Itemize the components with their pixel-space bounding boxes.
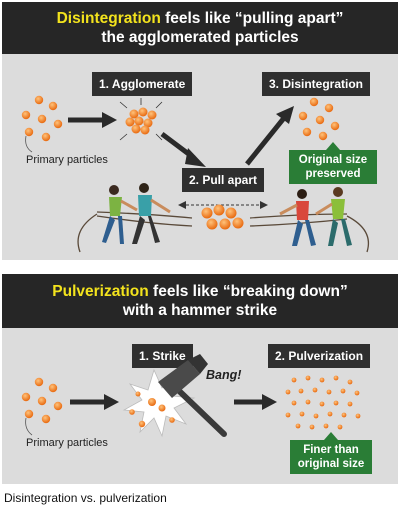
disintegrated-particles-group xyxy=(298,97,340,141)
arrow-to-pull-apart-icon xyxy=(160,132,206,167)
primary-particles-group-2 xyxy=(21,377,63,424)
pulverization-panel: Pulverization feels like “breaking down”… xyxy=(2,274,398,484)
person-right-2-icon xyxy=(315,187,352,246)
pulverization-title-line2: with a hammer strike xyxy=(122,302,278,319)
pulverization-illustration xyxy=(21,354,361,438)
step-pulverization-label: 2. Pulverization xyxy=(268,344,371,368)
pulverization-title-rest: feels like “breaking down” xyxy=(148,283,348,300)
arrow-to-pulverization-icon xyxy=(234,394,277,410)
pulverization-title-line1: Pulverization feels like “breaking down” xyxy=(2,282,398,301)
fine-particles-group xyxy=(285,375,361,430)
original-size-callout: Original size preserved xyxy=(289,142,377,184)
step-strike-label: 1. Strike xyxy=(132,344,193,368)
disintegration-illustration xyxy=(21,95,370,253)
primary-particles-label: Primary particles xyxy=(26,154,108,166)
disintegration-title-line1: Disintegration feels like “pulling apart… xyxy=(2,9,398,28)
arrow-to-strike-icon xyxy=(70,394,119,410)
disintegration-title-highlight: Disintegration xyxy=(56,10,161,27)
disintegration-title-rest: feels like “pulling apart” xyxy=(160,10,344,27)
hammer-icon xyxy=(158,354,227,437)
step-pull-apart-label: 2. Pull apart xyxy=(182,168,265,192)
step-agglomerate-label: 1. Agglomerate xyxy=(92,72,193,96)
compression-lines xyxy=(119,98,163,141)
person-left-2-icon xyxy=(132,183,171,244)
pulverization-header: Pulverization feels like “breaking down”… xyxy=(2,274,398,328)
primary-particles-group xyxy=(21,95,63,142)
primary-particles-label-2: Primary particles xyxy=(26,437,108,449)
finer-size-callout: Finer than original size xyxy=(290,432,372,474)
pulverization-title-highlight: Pulverization xyxy=(52,283,149,300)
person-right-1-icon xyxy=(279,189,316,246)
step-disintegration-label: 3. Disintegration xyxy=(262,72,371,96)
pull-apart-scene xyxy=(77,183,370,253)
disintegration-header: Disintegration feels like “pulling apart… xyxy=(2,2,398,54)
agglomerate-cluster xyxy=(125,107,157,135)
figure-caption: Disintegration vs. pulverization xyxy=(4,491,167,505)
bang-text: Bang! xyxy=(206,368,242,382)
disintegration-panel: Disintegration feels like “pulling apart… xyxy=(2,2,398,260)
arrow-to-agglomerate-icon xyxy=(68,112,117,128)
disintegration-title-line2: the agglomerated particles xyxy=(101,29,299,46)
arrow-to-disintegration-icon xyxy=(245,106,294,166)
person-left-1-icon xyxy=(102,185,138,244)
